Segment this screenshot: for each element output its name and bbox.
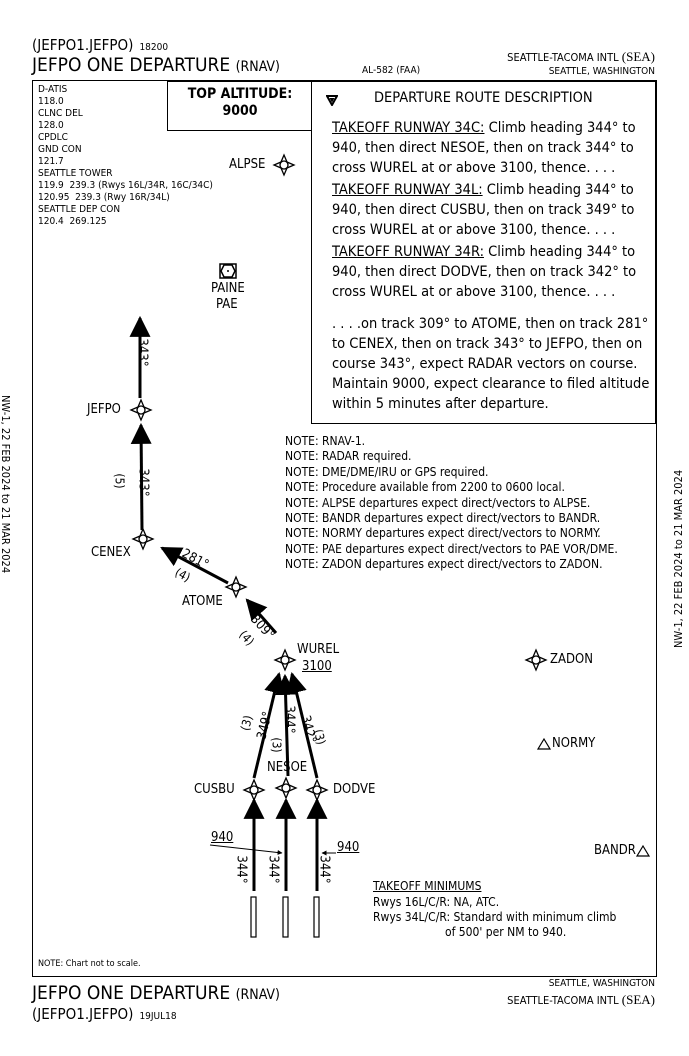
footer-title: JEFPO ONE DEPARTURE (RNAV) [32, 982, 280, 1004]
alpse-fix-icon [273, 154, 295, 176]
bandr-label: BANDR [594, 843, 636, 858]
airport-name: SEATTLE-TACOMA INTL (SEA) [507, 49, 655, 64]
footer-airport: SEATTLE-TACOMA INTL (SEA) [507, 992, 655, 1007]
pae-vordme-icon [219, 263, 237, 279]
top-altitude-label: TOP ALTITUDE: [187, 86, 293, 102]
cusbu-fix-icon [243, 779, 265, 801]
outbound-course-label: 343° [134, 338, 150, 367]
airport-city: SEATTLE, WASHINGTON [548, 66, 655, 77]
dodve-fix-icon [306, 779, 328, 801]
nesoe-fix-icon [275, 777, 297, 799]
nesoe-dist-label: (3) [269, 737, 284, 753]
wurel-label: WUREL [297, 642, 340, 657]
cenex-fix-icon [132, 528, 154, 550]
description-title: DEPARTURE ROUTE DESCRIPTION [374, 90, 593, 106]
jefpo-label: JEFPO [87, 402, 121, 417]
atome-fix-icon [225, 576, 247, 598]
chart-number: 18200 [139, 42, 169, 53]
jefpo-fix-icon [130, 399, 152, 421]
runway-34l-symbol [250, 896, 257, 938]
cenex-label: CENEX [91, 545, 131, 560]
cenex-jefpo-course-label: 343° [135, 468, 151, 497]
climb-940-right: 940 [337, 840, 360, 855]
notes-block: NOTE: RNAV-1. NOTE: RADAR required. NOTE… [285, 434, 618, 572]
zadon-label: ZADON [550, 652, 593, 667]
climb-940-left: 940 [211, 830, 234, 845]
bandr-fix-icon [635, 844, 651, 857]
rwy-34c-heading-label: 344° [265, 855, 281, 884]
chart-title: JEFPO ONE DEPARTURE (RNAV) [32, 54, 280, 76]
amendment-date: 19JUL18 [139, 1011, 177, 1022]
rwy-34l-heading-label: 344° [233, 855, 249, 884]
alpse-label: ALPSE [229, 157, 266, 172]
leader-940-left [209, 844, 283, 855]
runway-34r-description: TAKEOFF RUNWAY 34R: Climb heading 344° t… [332, 244, 637, 300]
top-altitude-box: TOP ALTITUDE: 9000 [167, 81, 313, 131]
rwy-34r-heading-label: 344° [316, 855, 332, 884]
leg-atome-cenex [160, 546, 229, 585]
computer-code: (JEFPO1.JEFPO)18200 [32, 36, 169, 54]
leg-wurel-atome [245, 598, 278, 634]
route-description-box: DEPARTURE ROUTE DESCRIPTION TAKEOFF RUNW… [311, 81, 656, 424]
normy-fix-icon [536, 737, 552, 750]
route-continuation: . . . .on track 309° to ATOME, then on t… [332, 316, 650, 412]
paine-label: PAINE [211, 281, 245, 296]
runway-34c-description: TAKEOFF RUNWAY 34C: Climb heading 344° t… [332, 120, 636, 176]
normy-label: NORMY [552, 736, 596, 751]
takeoff-minimums-title: TAKEOFF MINIMUMS [373, 879, 482, 893]
top-altitude-value: 9000 [222, 103, 258, 119]
leg-dodve-wurel [286, 671, 319, 779]
not-to-scale-note: NOTE: Chart not to scale. [38, 959, 141, 969]
footer-computer-code: (JEFPO1.JEFPO)19JUL18 [32, 1005, 177, 1023]
description-symbol-icon [325, 91, 339, 110]
nesoe-label: NESOE [267, 760, 308, 775]
wurel-fix-icon [274, 649, 296, 671]
cenex-jefpo-dist-label: (5) [112, 473, 127, 489]
leg-nesoe-wurel [275, 673, 297, 777]
atome-label: ATOME [182, 594, 223, 609]
chart-frame [32, 80, 657, 977]
pae-label: PAE [216, 297, 238, 312]
al-number: AL-582 (FAA) [362, 65, 421, 76]
takeoff-minimums-block: Rwys 16L/C/R: NA, ATC. Rwys 34L/C/R: Sta… [373, 895, 617, 939]
leg-cenex-jefpo [130, 422, 152, 531]
runway-34c-symbol [282, 896, 289, 938]
cusbu-label: CUSBU [194, 782, 235, 797]
zadon-fix-icon [525, 649, 547, 671]
footer-city: SEATTLE, WASHINGTON [548, 978, 655, 989]
dodve-label: DODVE [333, 782, 376, 797]
runway-34r-symbol [313, 896, 320, 938]
nesoe-course-label: 344° [281, 705, 297, 734]
communications-block: D-ATIS 118.0 CLNC DEL 128.0 CPDLC GND CO… [38, 84, 213, 227]
leg-cusbu-wurel [252, 671, 285, 779]
runway-34l-description: TAKEOFF RUNWAY 34L: Climb heading 344° t… [332, 182, 635, 238]
wurel-altitude: 3100 [302, 659, 332, 674]
